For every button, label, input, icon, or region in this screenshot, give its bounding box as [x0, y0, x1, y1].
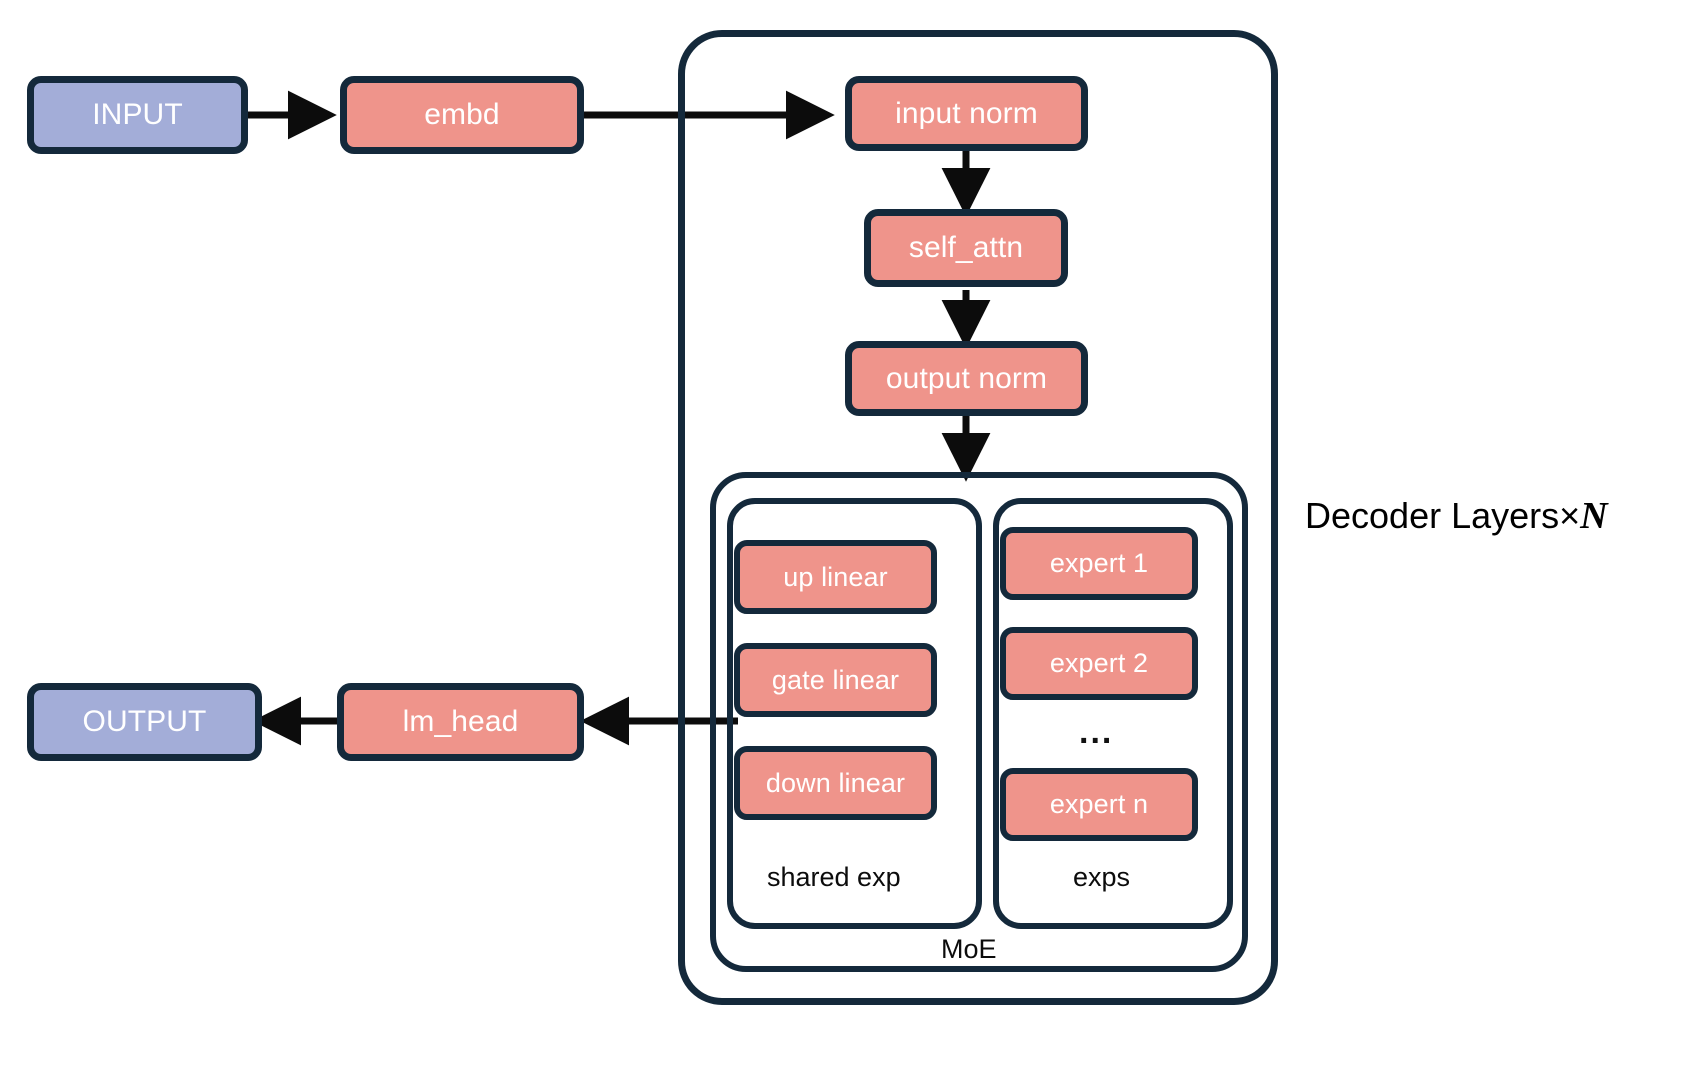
- node-gate-linear[interactable]: gate linear: [734, 643, 937, 717]
- node-output-label: OUTPUT: [82, 705, 207, 738]
- node-up-linear[interactable]: up linear: [734, 540, 937, 614]
- node-lm-head[interactable]: lm_head: [337, 683, 584, 761]
- shared-expert-caption: shared exp: [767, 862, 901, 892]
- decoder-layers-container: [678, 30, 1278, 1005]
- experts-container: [993, 498, 1233, 929]
- node-self-attn-label: self_attn: [908, 231, 1024, 264]
- experts-ellipsis: ...: [1079, 713, 1114, 751]
- node-gate-linear-label: gate linear: [771, 664, 900, 695]
- node-expert-1[interactable]: expert 1: [1000, 527, 1198, 600]
- node-self-attn[interactable]: self_attn: [864, 209, 1068, 287]
- node-input-label: INPUT: [92, 98, 183, 131]
- node-input[interactable]: INPUT: [27, 76, 248, 154]
- node-lm-head-label: lm_head: [402, 705, 519, 738]
- node-output-norm-label: output norm: [885, 361, 1048, 395]
- node-embd-label: embd: [424, 98, 500, 131]
- moe-container: [710, 472, 1248, 972]
- node-expert-2-label: expert 2: [1049, 648, 1149, 678]
- node-input-norm[interactable]: input norm: [845, 76, 1088, 151]
- moe-caption: MoE: [941, 934, 997, 964]
- node-down-linear-label: down linear: [765, 767, 906, 798]
- node-output-norm[interactable]: output norm: [845, 341, 1088, 416]
- node-expert-2[interactable]: expert 2: [1000, 627, 1198, 700]
- node-expert-n-label: expert n: [1049, 789, 1149, 819]
- decoder-layers-count-variable: N: [1580, 495, 1608, 537]
- node-expert-1-label: expert 1: [1049, 548, 1149, 578]
- node-up-linear-label: up linear: [783, 561, 888, 592]
- node-expert-n[interactable]: expert n: [1000, 768, 1198, 841]
- experts-caption: exps: [1073, 862, 1131, 892]
- decoder-layers-title-text: Decoder Layers×: [1305, 495, 1581, 536]
- decoder-layers-title: Decoder Layers×N: [1305, 497, 1608, 535]
- node-input-norm-label: input norm: [895, 96, 1038, 130]
- node-down-linear[interactable]: down linear: [734, 746, 937, 820]
- node-output[interactable]: OUTPUT: [27, 683, 262, 761]
- node-embd[interactable]: embd: [340, 76, 584, 154]
- shared-expert-container: [727, 498, 982, 929]
